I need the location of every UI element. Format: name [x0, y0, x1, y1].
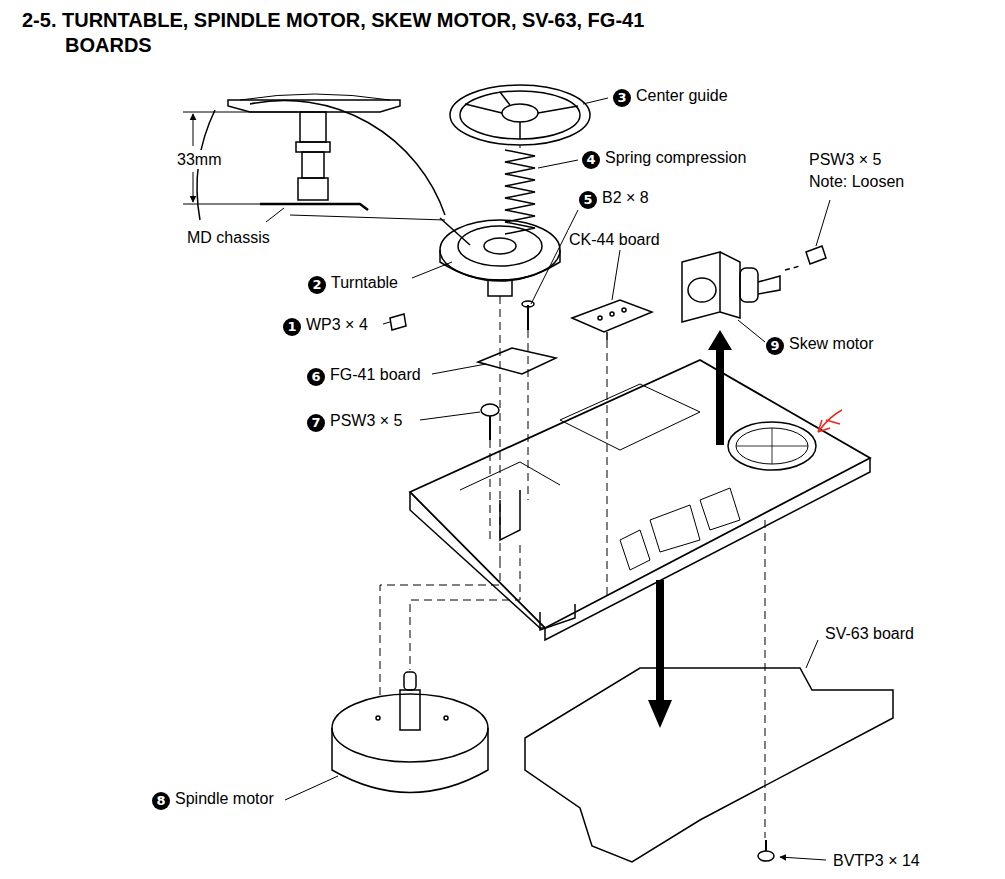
part-label: Center guide — [635, 86, 729, 105]
part-label: WP3 × 4 — [305, 315, 369, 334]
part-label: Skew motor — [788, 334, 874, 353]
callout-number: 9 — [766, 337, 784, 355]
callout-number: 6 — [307, 368, 325, 386]
part-label: PSW3 × 5 — [808, 150, 882, 169]
part-label: MD chassis — [186, 228, 271, 247]
callout-number: 2 — [308, 276, 326, 294]
part-label: CK-44 board — [568, 230, 661, 249]
part-label: PSW3 × 5 — [329, 411, 403, 430]
callout-number: 5 — [579, 191, 597, 209]
callout-number: 8 — [152, 792, 170, 810]
callout-number: 4 — [582, 151, 600, 169]
section-title: 2-5. TURNTABLE, SPINDLE MOTOR, SKEW MOTO… — [22, 8, 665, 58]
callout-number: 7 — [307, 414, 325, 432]
part-label: B2 × 8 — [601, 188, 650, 207]
part-label: 33mm — [176, 150, 222, 169]
part-label: SV-63 board — [824, 624, 915, 643]
part-label: Note: Loosen — [808, 172, 905, 191]
callout-number: 3 — [613, 89, 631, 107]
part-label: Turntable — [330, 273, 399, 292]
part-label: Spring compression — [604, 148, 747, 167]
callout-number: 1 — [283, 318, 301, 336]
part-label: BVTP3 × 14 — [832, 851, 921, 870]
part-label: Spindle motor — [174, 789, 275, 808]
part-label: FG-41 board — [329, 365, 422, 384]
